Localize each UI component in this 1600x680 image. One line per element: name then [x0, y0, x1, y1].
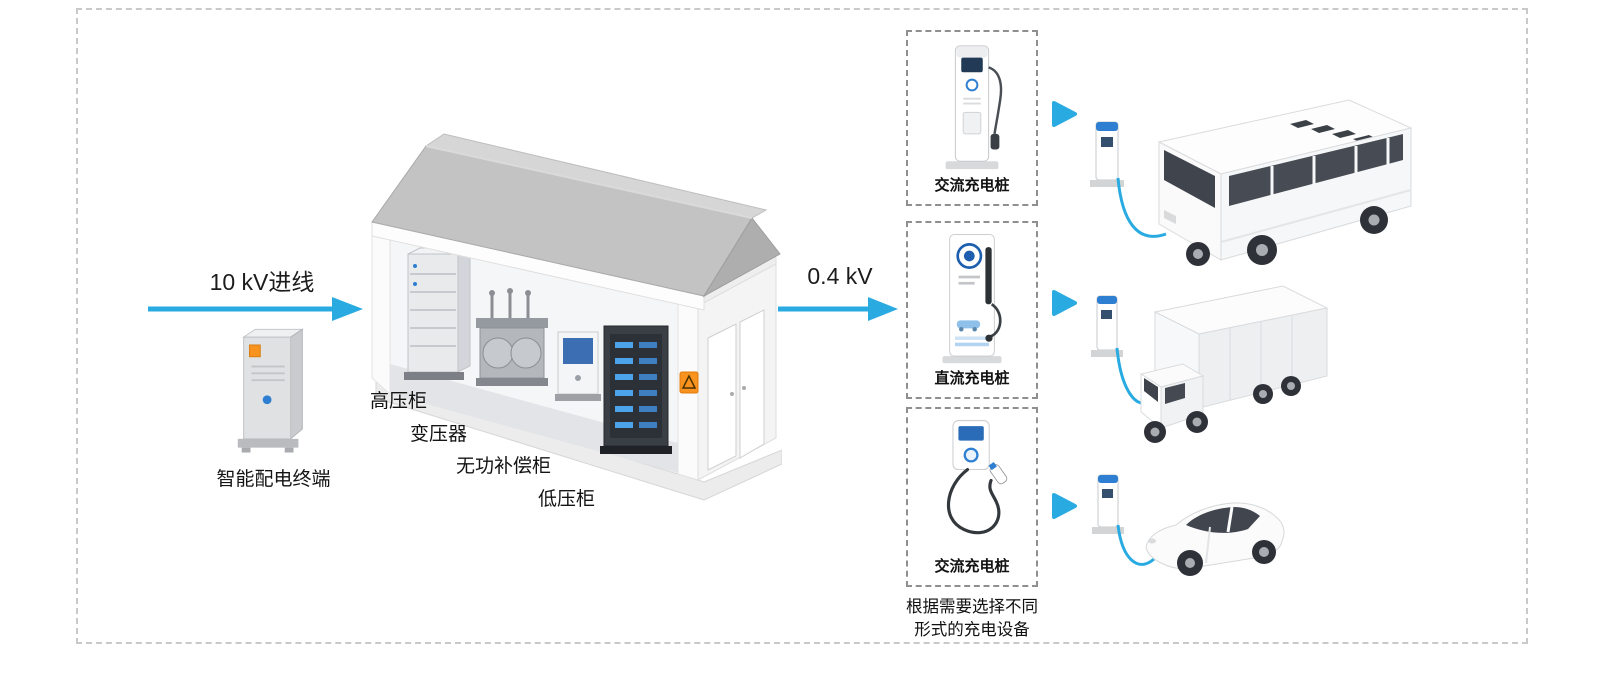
incoming-flow-arrow-icon: [148, 297, 363, 321]
building-left-post: [371, 235, 391, 396]
charger-note-line1: 根据需要选择不同: [906, 598, 1038, 616]
charging-pile-icon: [1090, 121, 1124, 187]
lv-cabinet-icon: [600, 325, 672, 454]
building-roof: [371, 133, 781, 298]
charger-option-ac-wall: 交流充电桩: [906, 407, 1038, 587]
selector-arrow-car-icon: [1052, 493, 1077, 519]
substation-building-illustration: [371, 133, 782, 501]
transformer-label: 变压器: [410, 424, 468, 445]
selector-arrow-bus-icon: [1052, 101, 1077, 127]
dc-floor-charger-icon: [942, 234, 1002, 364]
charger-note-line2: 形式的充电设备: [914, 621, 1030, 640]
charging-cable: [1116, 177, 1167, 238]
charger-option-ac-tower: 交流充电桩: [906, 30, 1038, 206]
ac-wall-charger-icon: [947, 420, 1008, 535]
building-doors: [707, 309, 765, 471]
charging-pile-icon: [1091, 295, 1123, 357]
distribution-terminal-icon: [237, 328, 304, 453]
ac-tower-charger-icon: [945, 45, 1003, 170]
output-flow-arrow-icon: [778, 297, 898, 321]
building-base: [375, 381, 782, 501]
lv-cabinet-label: 低压柜: [538, 489, 596, 510]
charger-label: 交流充电桩: [934, 177, 1010, 194]
diagram-border-frame: [76, 8, 1528, 644]
hv-cabinet-label: 高压柜: [370, 391, 428, 412]
selector-arrow-truck-icon: [1052, 290, 1077, 316]
car-body: [1145, 502, 1285, 576]
hv-cabinet-icon: [404, 247, 471, 380]
charger-label: 交流充电桩: [934, 558, 1010, 575]
bus-body: [1157, 99, 1413, 266]
charging-pile-icon: [1092, 474, 1124, 534]
electric-bus-icon: [1090, 99, 1413, 266]
reactive-compensation-label: 无功补偿柜: [456, 456, 552, 477]
truck-body: [1139, 285, 1329, 443]
charger-label: 直流充电桩: [934, 370, 1010, 387]
charging-cable: [1116, 524, 1155, 566]
terminal-label: 智能配电终端: [216, 469, 331, 490]
transformer-icon: [476, 288, 548, 386]
output-voltage-label: 0.4 kV: [807, 263, 873, 289]
charger-note: 根据需要选择不同 形式的充电设备: [884, 596, 1060, 642]
box-truck-icon: [1091, 285, 1329, 443]
reactive-compensation-cabinet-icon: [555, 331, 601, 401]
charger-option-dc: 直流充电桩: [906, 221, 1038, 399]
incoming-voltage-label: 10 kV进线: [209, 269, 315, 295]
warning-sign-icon: [679, 371, 699, 394]
passenger-car-icon: [1092, 474, 1285, 576]
